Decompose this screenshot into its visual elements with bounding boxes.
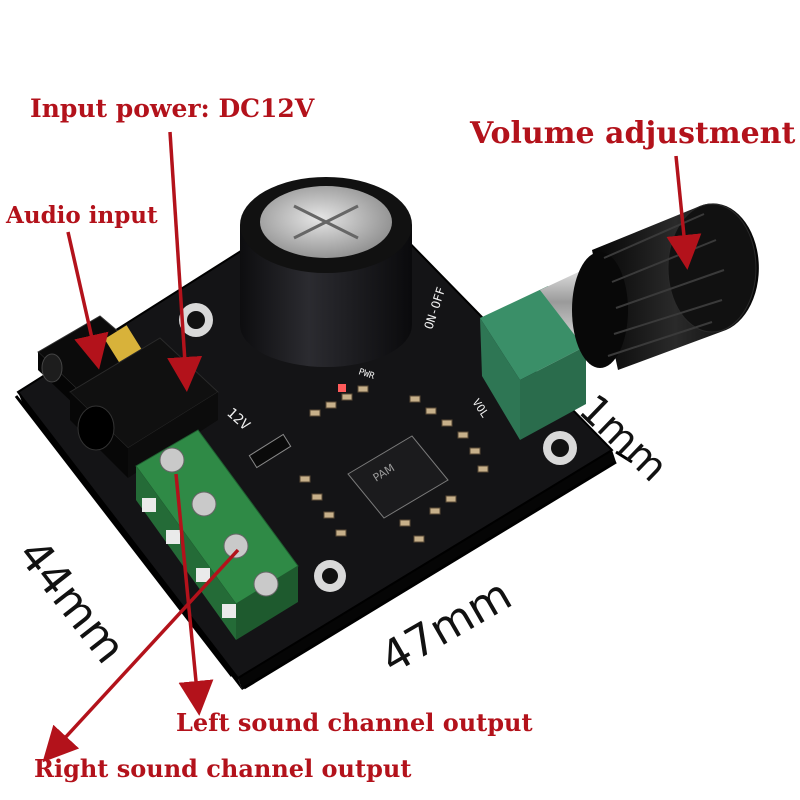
label-audio-input: Audio input (6, 202, 158, 229)
dimension-line-1mm (615, 450, 633, 464)
label-right-channel-output: Right sound channel output (34, 754, 412, 783)
diode (248, 433, 292, 469)
speaker-terminals (135, 429, 299, 640)
volume-knob (572, 203, 759, 370)
leader-left-output (174, 473, 214, 716)
silk-pwr: PWR (357, 367, 376, 382)
label-input-power: Input power: DC12V (30, 94, 315, 123)
electrolytic-capacitor (240, 177, 412, 367)
mounting-holes (179, 303, 577, 592)
dimension-line-44mm (14, 395, 234, 677)
pcb-board (16, 180, 614, 680)
dimension-line-47mm (243, 460, 617, 690)
pcb-edge-front (238, 450, 616, 690)
leader-audio-input (66, 231, 109, 370)
power-led (338, 384, 346, 392)
leader-input-power (167, 131, 203, 392)
label-left-channel-output: Left sound channel output (176, 708, 533, 737)
label-volume-adjustment: Volume adjustment (470, 116, 796, 151)
amplifier-chip (347, 435, 449, 519)
smd-components (299, 385, 489, 543)
leader-volume (666, 155, 702, 270)
leader-right-output (42, 548, 240, 763)
